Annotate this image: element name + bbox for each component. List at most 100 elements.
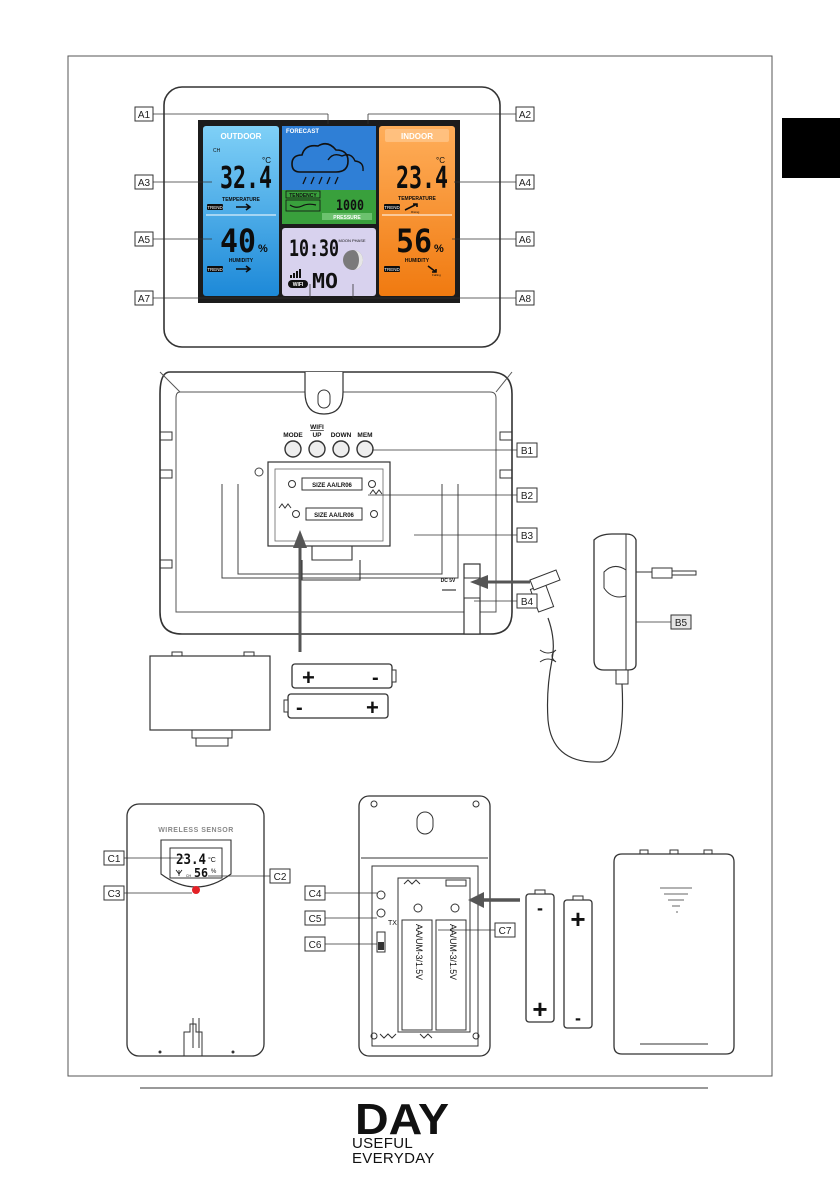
down-label: DOWN	[331, 432, 352, 439]
outdoor-humidity-unit: %	[258, 243, 268, 255]
outdoor-humidity: 40	[220, 222, 256, 260]
button-row: MODE UP WIFI DOWN MEM	[283, 424, 374, 458]
mem-label: MEM	[357, 432, 372, 439]
clock-day: MO	[312, 269, 338, 293]
sensor-channel: CH	[186, 874, 192, 878]
sensor-battery-minus-2: -	[575, 1008, 581, 1028]
moon-phase-label: MOON PHASE	[338, 238, 365, 243]
sensor-insert-arrow	[468, 892, 520, 908]
callout-c1: C1	[108, 854, 121, 865]
callout-a4: A4	[519, 178, 532, 189]
up-button[interactable]	[308, 440, 326, 458]
wifi-indicator: WIFI	[293, 282, 304, 288]
indoor-temp-unit: °C	[436, 156, 445, 165]
logo-mark: DAY	[355, 1095, 449, 1144]
outdoor-temperature: 32.4	[220, 161, 272, 196]
pressure-label: PRESSURE	[333, 215, 361, 221]
indoor-humidity-unit: %	[434, 243, 444, 255]
sensor-title: WIRELESS SENSOR	[158, 827, 234, 834]
tx-label: TX	[388, 920, 397, 927]
dc-label: DC 5V	[441, 578, 456, 584]
callout-labels: A1 A2 A3 A4 A5 A6 A7 A8 B1 B2 B3 B4 B5 C…	[103, 106, 692, 952]
trend-falling-icon	[427, 265, 437, 273]
callout-c2: C2	[274, 872, 287, 883]
callout-b3: B3	[521, 531, 534, 542]
sensor-battery-minus: -	[537, 898, 543, 918]
insert-arrow-up	[293, 530, 307, 652]
mem-button[interactable]	[356, 440, 374, 458]
trend-rising-icon	[404, 203, 418, 211]
tx-button[interactable]	[376, 908, 386, 918]
callout-a6: A6	[519, 235, 532, 246]
trend-steady-icon	[236, 203, 252, 211]
sensor-battery-plus: +	[532, 994, 547, 1024]
station-back: SIZE AA/LR06 SIZE AA/LR06 MODE UP WIFI D…	[159, 371, 513, 635]
tendency-label: TENDENCY	[289, 193, 317, 199]
callouts-b	[368, 449, 671, 623]
callout-b4: B4	[521, 597, 534, 608]
callout-a7: A7	[138, 294, 151, 305]
callout-b5: B5	[675, 618, 688, 629]
indoor-humidity-label: HUMIDITY	[405, 258, 430, 264]
plug-in-arrow	[470, 575, 530, 589]
wifi-button-label: WIFI	[310, 424, 324, 431]
outdoor-humidity-trend-label: TREND	[207, 267, 223, 272]
power-adapter	[529, 533, 697, 763]
indoor-temperature: 23.4	[396, 161, 448, 196]
cloud-rain-icon	[291, 142, 364, 185]
indoor-temp-label: TEMPERATURE	[398, 196, 436, 202]
outdoor-temp-unit: °C	[262, 156, 271, 165]
battery-size-label-2: SIZE AA/LR06	[314, 513, 354, 519]
sensor-back: AA/UM-3/1.5V AA/UM-3/1.5V TX	[358, 795, 491, 1057]
callout-a8: A8	[519, 294, 532, 305]
battery-plus-2: +	[366, 695, 379, 720]
tx-led-indicator	[192, 886, 200, 894]
mode-button[interactable]	[284, 440, 302, 458]
sensor-humidity-unit: %	[211, 869, 217, 875]
clock-panel	[282, 228, 376, 296]
sensor-humidity: 56	[194, 866, 208, 880]
sensor-battery-label-2: AA/UM-3/1.5V	[448, 924, 458, 980]
callout-a3: A3	[138, 178, 151, 189]
sensor-front: WIRELESS SENSOR 23.4 °C CH 56 %	[126, 803, 265, 1057]
down-button[interactable]	[332, 440, 350, 458]
aa-batteries-b: + - - +	[283, 663, 397, 720]
indoor-humidity: 56	[396, 222, 432, 260]
callout-a2: A2	[519, 110, 532, 121]
battery-minus: -	[372, 667, 379, 689]
clock-time: 10:30	[289, 237, 339, 262]
outdoor-trend-label: TREND	[207, 205, 223, 210]
indoor-humidity-trend-word: Falling	[432, 273, 441, 277]
callout-a5: A5	[138, 235, 151, 246]
page-frame	[67, 55, 773, 1077]
outdoor-temp-label: TEMPERATURE	[222, 197, 260, 203]
logo-line-2: EVERYDAY	[352, 1150, 435, 1167]
outdoor-header: OUTDOOR	[221, 132, 262, 141]
trend-steady-icon-2	[236, 265, 252, 273]
callout-c5: C5	[309, 914, 322, 925]
callouts-c	[124, 857, 495, 945]
sensor-temp-unit: °C	[208, 856, 216, 864]
battery-size-label-1: SIZE AA/LR06	[312, 483, 352, 489]
outdoor-channel: CH	[213, 148, 221, 154]
signal-icon	[290, 269, 301, 278]
sensor-battery-cover	[613, 849, 735, 1055]
logo-line-1: USEFUL	[352, 1135, 413, 1152]
brand-logo: DAY	[355, 1095, 449, 1144]
pressure-value: 1000	[336, 198, 364, 214]
channel-button[interactable]	[376, 890, 386, 900]
side-tab	[782, 118, 840, 178]
callout-c6: C6	[309, 940, 322, 951]
aa-batteries-c: - + + -	[525, 889, 593, 1029]
sensor-battery-plus-2: +	[570, 904, 585, 934]
callout-c3: C3	[108, 889, 121, 900]
indoor-panel	[379, 126, 455, 296]
indoor-humidity-trend-label: TREND	[384, 267, 400, 272]
mode-label: MODE	[283, 432, 303, 439]
callout-b1: B1	[521, 446, 534, 457]
callout-c4: C4	[309, 889, 322, 900]
up-label: UP	[312, 432, 322, 439]
moon-phase-icon	[343, 250, 363, 270]
forecast-header: FORECAST	[286, 129, 319, 135]
outdoor-panel	[203, 126, 279, 296]
